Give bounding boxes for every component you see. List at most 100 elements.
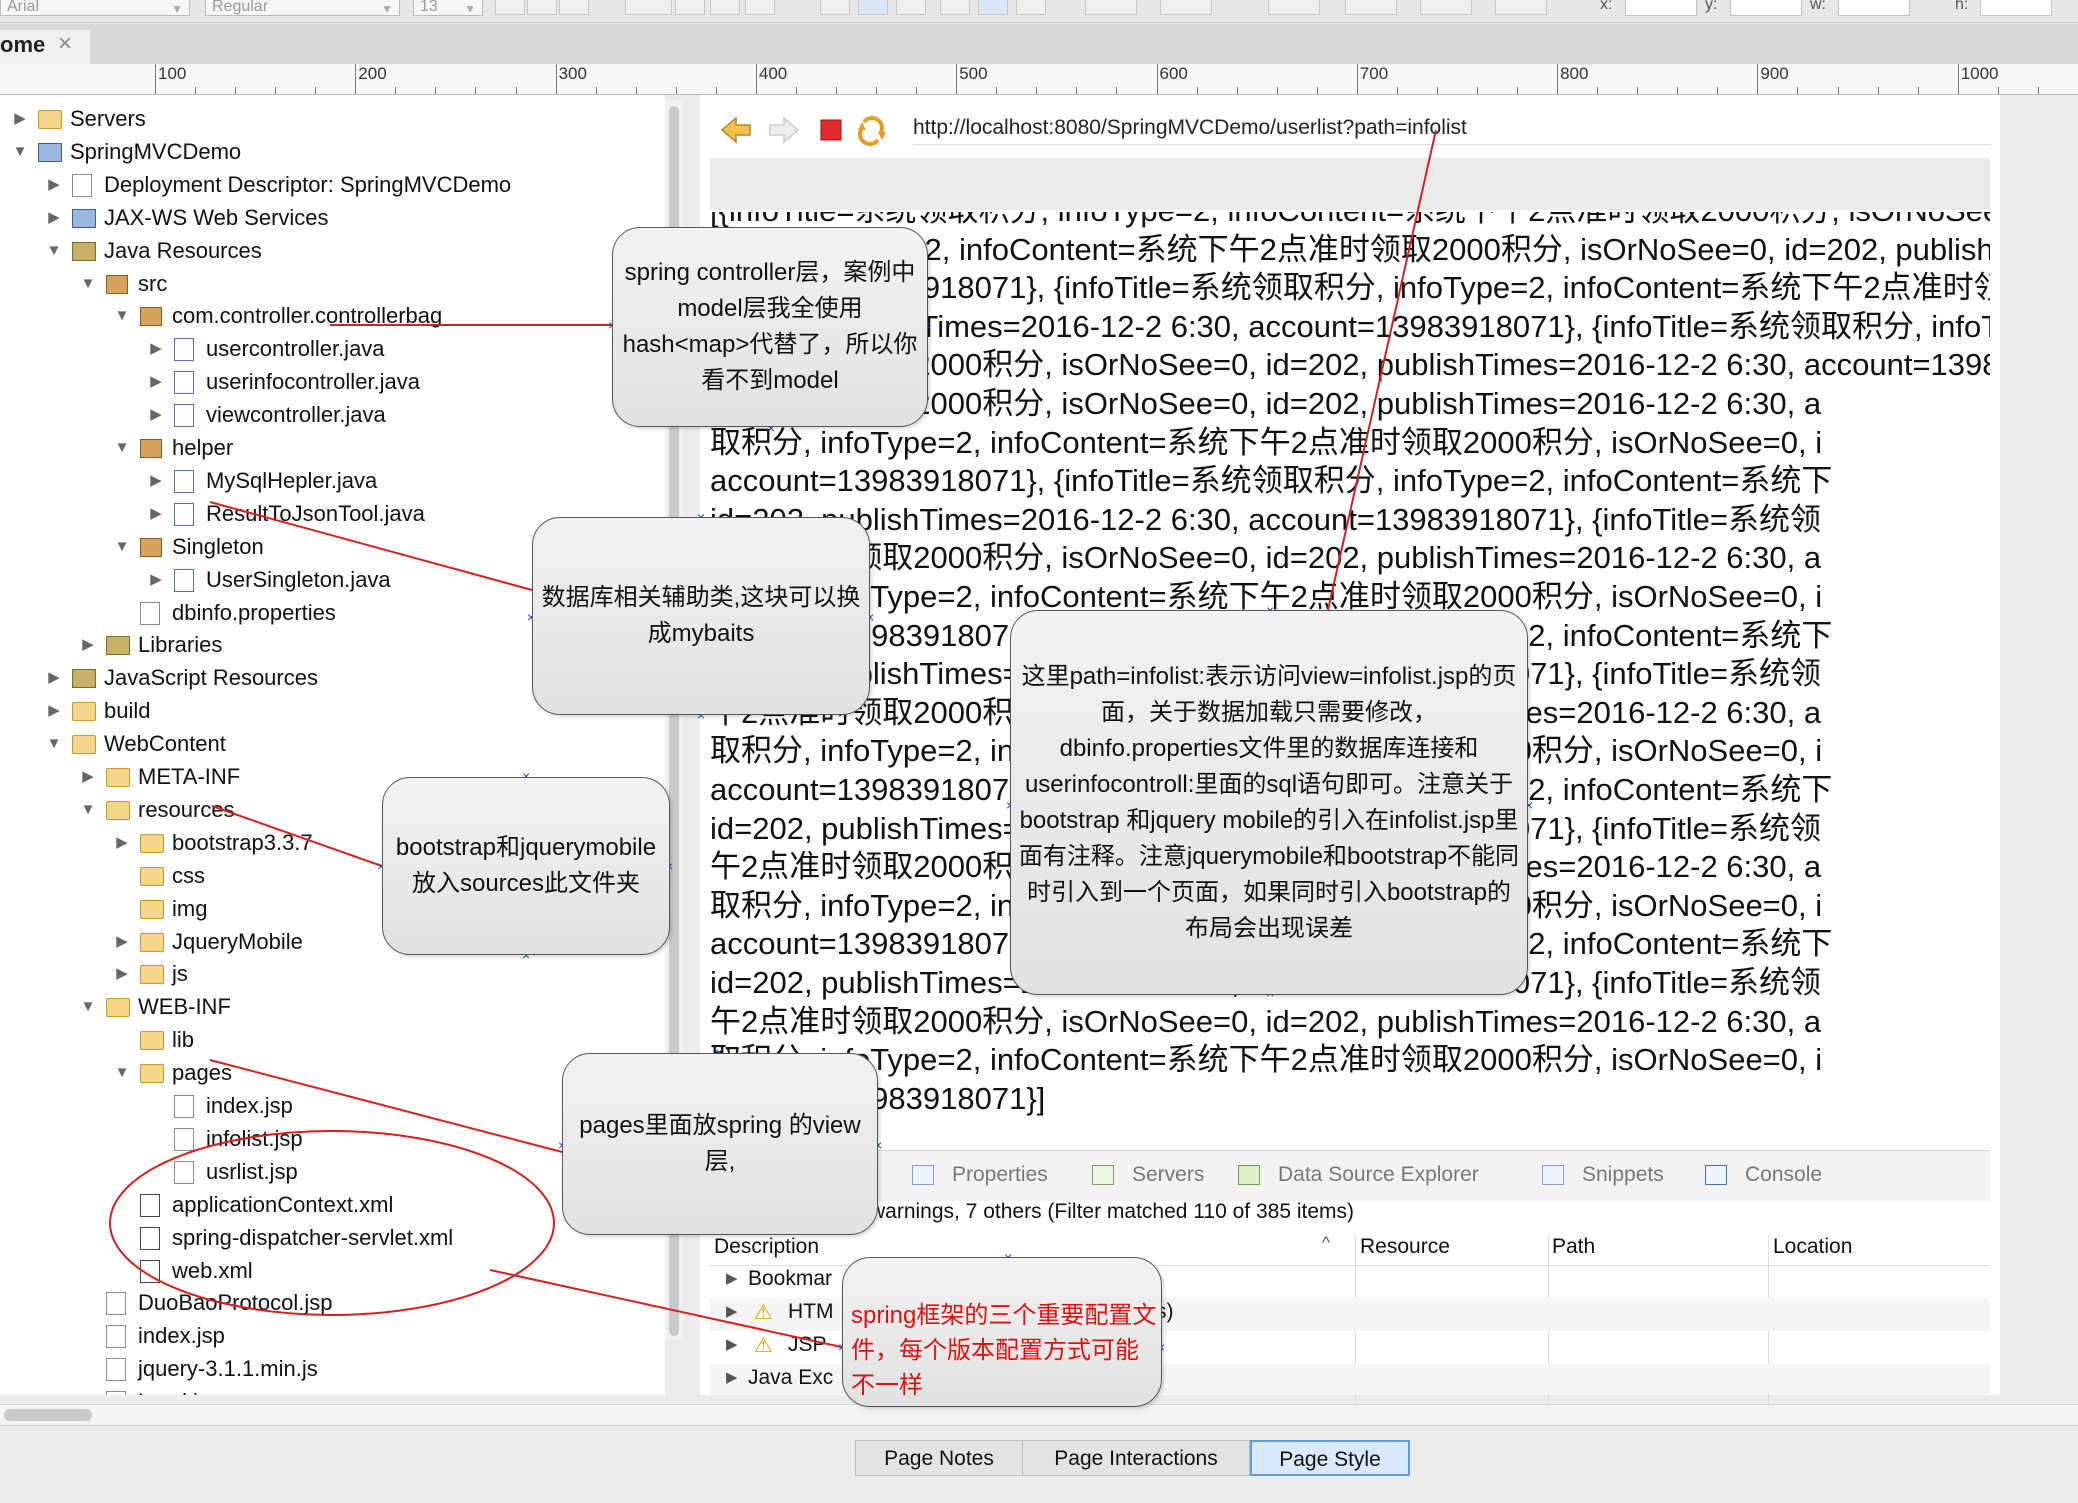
fill-color-button[interactable] [625,0,672,15]
x-input[interactable] [1625,0,1697,16]
expand-icon[interactable]: ▶ [726,1303,738,1320]
shadow-button[interactable] [1085,0,1137,15]
ruler-tick [1677,87,1679,94]
expand-icon[interactable]: ▶ [14,110,26,127]
expand-icon[interactable]: ▶ [150,340,162,358]
scrollbar-thumb[interactable] [4,1409,92,1421]
close-icon[interactable]: × [58,30,73,57]
refresh-icon[interactable] [858,116,886,146]
problem-row-label: JSP [788,1333,827,1356]
callout-spring-config[interactable]: spring框架的三个重要配置文件，每个版本配置方式可能不一样 [842,1257,1162,1407]
callout-database-helper[interactable]: 数据库相关辅助类,这块可以换成mybaits [532,517,870,715]
expand-icon[interactable]: ▶ [116,833,128,851]
valign-bottom-button[interactable] [1016,0,1046,15]
line-pattern-button[interactable] [1345,0,1397,15]
align-center-button[interactable] [858,0,888,15]
proj-icon [38,142,62,162]
tree-item-label: JAX-WS Web Services [104,204,329,230]
tree-item-label: Singleton [172,533,264,559]
callout-text: bootstrap和jquerymobile放入sources此文件夹 [395,834,657,897]
expand-icon[interactable]: ▶ [150,570,162,588]
valign-middle-button[interactable] [978,0,1008,15]
arrow-style-button[interactable] [1495,0,1547,15]
tab-console[interactable]: Console [1745,1163,1823,1186]
expand-icon[interactable]: ▶ [726,1270,738,1287]
expand-icon[interactable]: ▶ [48,669,60,687]
collapse-icon[interactable]: ▼ [114,307,130,325]
expand-icon[interactable]: ▶ [150,504,162,522]
ruler-tick [795,87,797,94]
expand-icon[interactable]: ▶ [116,965,128,983]
ruler-tick [916,87,918,94]
expand-icon[interactable]: ▶ [150,373,162,391]
tab-bar [0,24,2078,64]
expand-icon[interactable]: ▶ [726,1336,738,1353]
collapse-icon[interactable]: ▼ [46,241,62,259]
tree-item-label: img [172,895,208,921]
expand-icon[interactable]: ▶ [82,636,94,654]
scrollbar-thumb[interactable] [669,106,679,1336]
collapse-icon[interactable]: ▼ [80,274,96,292]
column-location[interactable]: Location [1773,1235,1853,1258]
tab-servers[interactable]: Servers [1132,1163,1205,1186]
align-right-button[interactable] [896,0,926,15]
tab-page-style[interactable]: Page Style [1250,1440,1410,1476]
h-input[interactable] [1980,0,2052,16]
column-path[interactable]: Path [1552,1235,1596,1258]
file-icon [174,1095,194,1118]
tab-home[interactable]: ome × [0,30,90,64]
expand-icon[interactable]: ▶ [48,175,60,193]
line-style-button[interactable] [675,0,705,15]
collapse-icon[interactable]: ▼ [80,800,96,818]
italic-button[interactable] [527,0,557,15]
tab-snippets[interactable]: Snippets [1582,1163,1664,1186]
bold-button[interactable] [495,0,525,15]
w-input[interactable] [1838,0,1910,16]
column-resource[interactable]: Resource [1360,1235,1450,1258]
font-style-select[interactable]: Regular▼ [205,0,400,16]
callout-path-note[interactable]: 这里path=infolist:表示访问view=infolist.jsp的页面… [1010,610,1528,995]
forward-icon[interactable] [769,116,800,144]
underline-button[interactable] [559,0,589,15]
font-size-select[interactable]: 13▼ [413,0,483,16]
callout-spring-controller[interactable]: spring controller层，案例中model层我全使用hash<map… [612,227,928,427]
tab-page-notes[interactable]: Page Notes [855,1440,1023,1476]
collapse-icon[interactable]: ▼ [114,1064,130,1082]
expand-icon[interactable]: ▶ [116,932,128,950]
bullet-button[interactable] [745,0,775,15]
collapse-icon[interactable]: ▼ [80,998,96,1016]
link-button[interactable] [710,0,740,15]
ruler-label: 300 [558,64,587,83]
tab-properties[interactable]: Properties [952,1163,1048,1186]
callout-bootstrap[interactable]: bootstrap和jquerymobile放入sources此文件夹 [382,777,670,955]
column-description[interactable]: Description [714,1235,820,1258]
stop-icon[interactable] [820,119,842,141]
tree-item-label: viewcontroller.java [206,402,386,428]
border-width-button[interactable] [1268,0,1320,15]
tab-data-source-explorer[interactable]: Data Source Explorer [1278,1163,1479,1186]
y-input[interactable] [1730,0,1802,16]
collapse-icon[interactable]: ▼ [46,735,62,753]
horizontal-scrollbar[interactable] [0,1404,2078,1425]
warning-icon: ⚠ [754,1301,773,1324]
font-family-select[interactable]: Arial▼ [0,0,190,16]
expand-icon[interactable]: ▶ [48,208,60,226]
url-input[interactable]: http://localhost:8080/SpringMVCDemo/user… [913,112,1991,145]
valign-top-button[interactable] [940,0,970,15]
expand-icon[interactable]: ▶ [82,768,94,785]
collapse-icon[interactable]: ▼ [114,537,130,555]
expand-icon[interactable]: ▶ [150,406,162,424]
expand-icon[interactable]: ▶ [726,1369,738,1386]
collapse-icon[interactable]: ▼ [114,439,130,456]
expand-icon[interactable]: ▶ [150,471,162,489]
ruler-tick [155,64,156,94]
align-left-button[interactable] [820,0,850,15]
line-dash-button[interactable] [1420,0,1472,15]
ruler-tick [956,64,958,94]
expand-icon[interactable]: ▶ [48,702,60,720]
border-color-button[interactable] [1160,0,1212,15]
callout-pages[interactable]: pages里面放spring 的view层, [562,1053,878,1235]
collapse-icon[interactable]: ▼ [12,142,28,160]
back-icon[interactable] [720,116,751,144]
tab-page-interactions[interactable]: Page Interactions [1022,1440,1250,1476]
